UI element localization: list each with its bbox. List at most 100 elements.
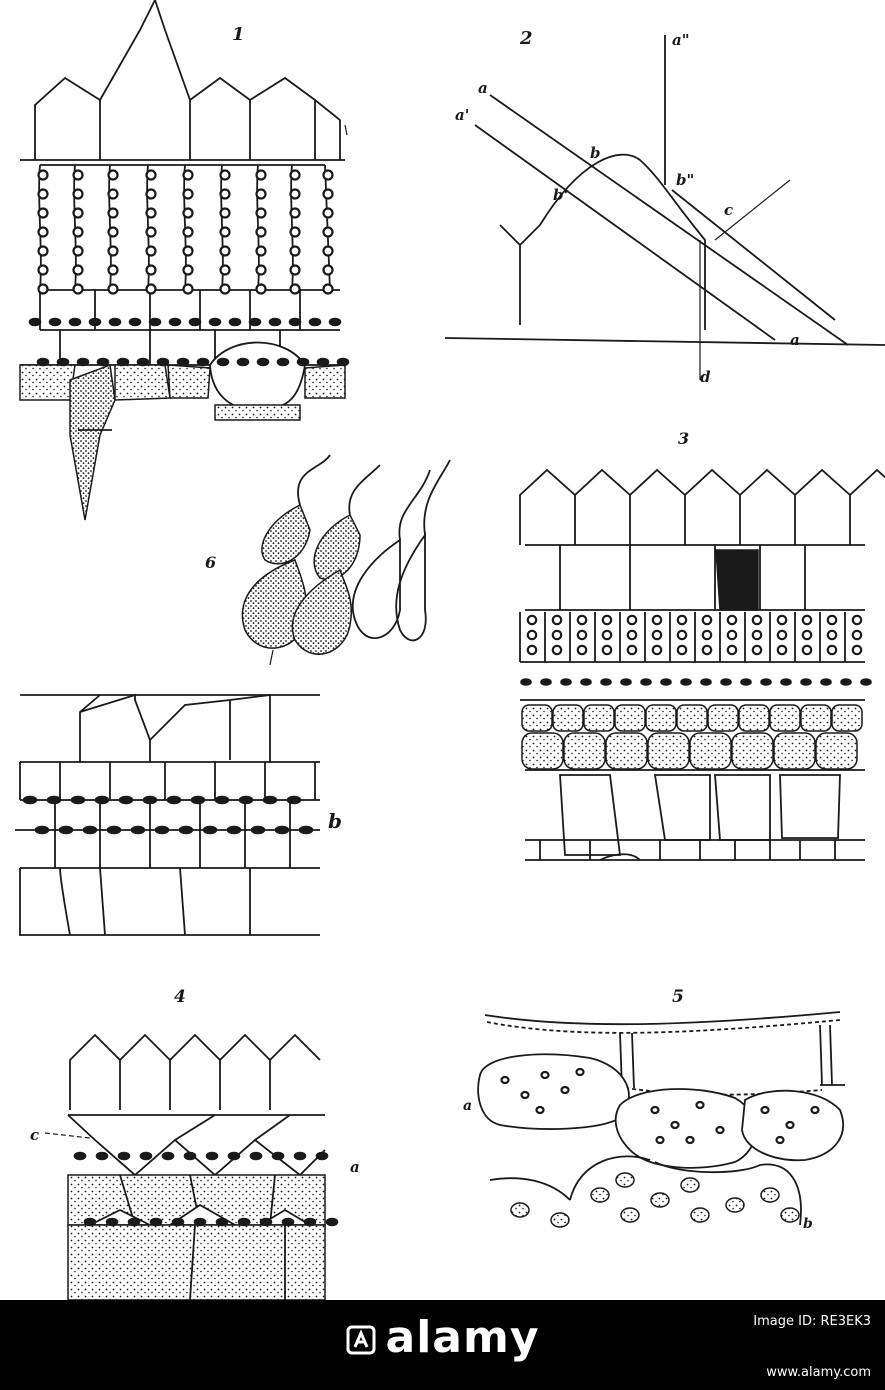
chloroplast [776,644,788,656]
chloroplast [520,678,532,686]
site-url[interactable]: www.alamy.com [766,1365,871,1380]
mesophyll-cell [583,704,615,732]
fig2-label-a-dblprime: a" [672,31,690,49]
chloroplast [161,1151,175,1161]
chloroplast [182,188,194,200]
fig2-number: 2 [519,28,533,49]
fig4-label-c: c [30,1126,39,1144]
chloroplast [37,188,49,200]
chloroplast [34,825,50,835]
chloroplast [740,678,752,686]
chloroplast [72,226,84,238]
chloroplast [651,629,663,641]
chloroplast [328,317,342,327]
chloroplast [228,317,242,327]
botanical-plate: 1 2 [15,0,885,1300]
epidermal-cell [219,1033,271,1110]
granule [655,1135,665,1145]
fig1-chloroplasts [28,169,350,367]
chloroplast [182,245,194,257]
chloroplast [214,795,230,805]
granule [650,1192,670,1208]
chloroplast [226,825,242,835]
chloroplast [801,614,813,626]
chloroplast [178,825,194,835]
epidermal-cell [69,1033,121,1110]
chloroplast [676,629,688,641]
chloroplast [720,678,732,686]
chloroplast [145,188,157,200]
mesophyll-cell [815,732,858,770]
chloroplast [136,357,150,367]
chloroplast [551,629,563,641]
chloroplast [193,1217,207,1227]
chloroplast [289,245,301,257]
chloroplast [196,357,210,367]
fig6-number: 6 [205,553,216,572]
chloroplast [107,264,119,276]
chloroplast [142,795,158,805]
chloroplast [83,1217,97,1227]
watermark-footer: alamy Image ID: RE3EK3 www.alamy.com [0,1300,885,1390]
chloroplast [560,678,572,686]
chloroplast [107,245,119,257]
mesophyll-cell [647,732,690,770]
mesophyll-cell [676,704,708,732]
fig4-label-a: a [350,1158,360,1176]
chloroplast [58,825,74,835]
chloroplast [117,1151,131,1161]
chloroplast [37,283,49,295]
chloroplast [322,283,334,295]
chloroplast [237,1217,251,1227]
chloroplast [701,629,713,641]
chloroplast [88,317,102,327]
brand-logo-icon [346,1325,375,1355]
chloroplast [82,825,98,835]
chloroplast [820,678,832,686]
chloroplast [676,644,688,656]
chloroplast [168,317,182,327]
chloroplast [680,678,692,686]
chloroplast [116,357,130,367]
epidermal-cell [739,468,796,545]
chloroplast [249,1151,263,1161]
fig4-epidermis [69,1033,321,1110]
brand-wordmark: alamy [0,1312,885,1363]
mesophyll-cell [552,704,584,732]
chloroplast [208,317,222,327]
chloroplast [94,795,110,805]
chloroplast [236,357,250,367]
fig3-number: 3 [678,429,689,448]
chloroplast [726,644,738,656]
chloroplast [145,207,157,219]
chloroplast [22,795,38,805]
mesophyll-cell [738,704,770,732]
chloroplast [250,825,266,835]
chloroplast [149,1217,163,1227]
chloroplast [145,169,157,181]
fig3-epidermis [519,468,885,545]
chloroplast [96,357,110,367]
chloroplast [776,629,788,641]
chloroplast [780,678,792,686]
chloroplast [262,795,278,805]
chloroplast [701,614,713,626]
chloroplast [72,283,84,295]
chloroplast [72,264,84,276]
chloroplast [107,188,119,200]
fig6-cell-5 [351,538,401,639]
chloroplast [202,825,218,835]
mesophyll-cell [769,704,801,732]
brand-name: alamy [385,1312,540,1363]
chloroplast [56,357,70,367]
chloroplast [322,264,334,276]
chloroplast [600,678,612,686]
epidermal-cell [849,468,885,545]
fig2-label-b-prime: b' [553,186,568,204]
granule [510,1202,530,1218]
granule [760,1187,780,1203]
chloroplast [37,264,49,276]
chloroplast [551,644,563,656]
chloroplast [107,226,119,238]
chloroplast [701,644,713,656]
